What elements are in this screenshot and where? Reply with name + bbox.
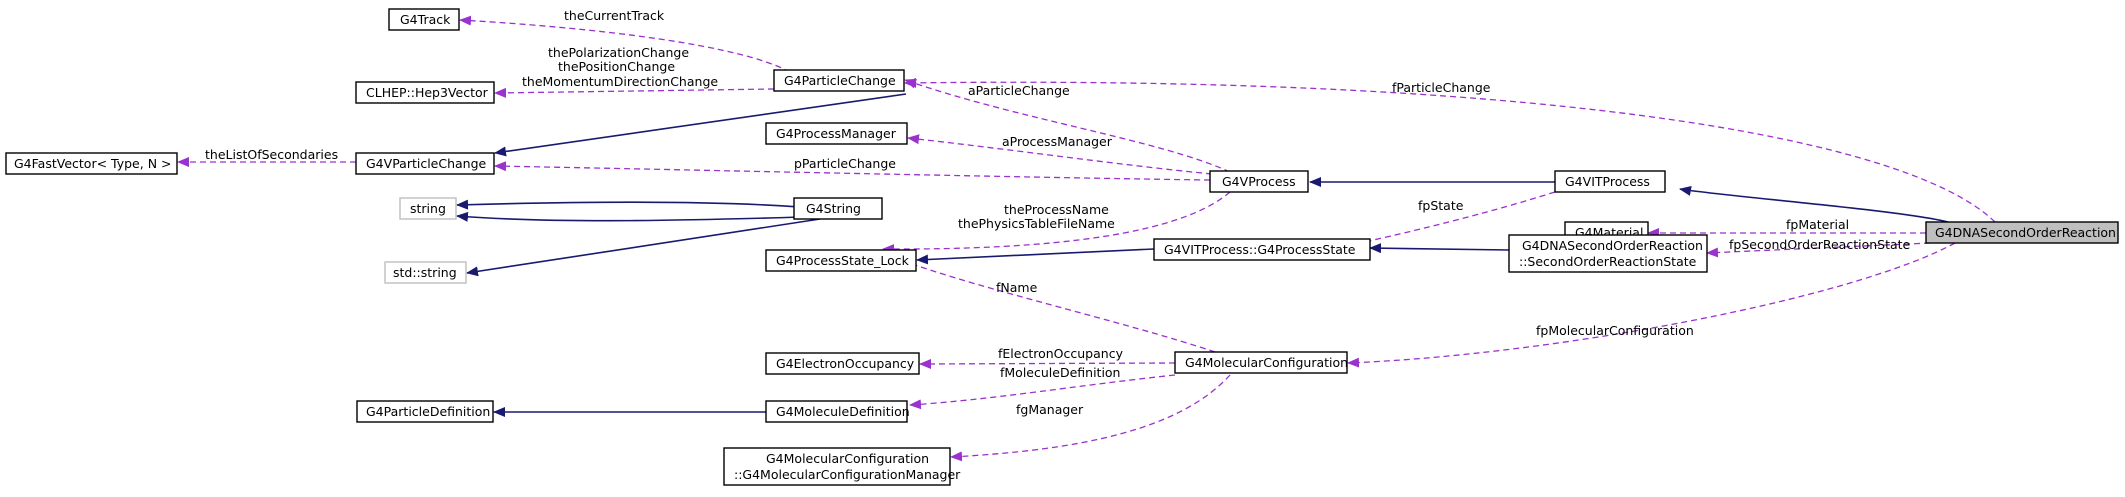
node-stdstring-label: std::string — [393, 265, 457, 280]
node-g4fastvector[interactable]: G4FastVector< Type, N > — [5, 152, 178, 175]
edge-fMoleculeDefinition — [909, 374, 1176, 410]
edge-thePolarizationChange — [494, 87, 775, 98]
label-theProcessName: theProcessName — [1004, 202, 1109, 217]
node-hep3vector-label: CLHEP::Hep3Vector — [366, 85, 489, 100]
node-g4string[interactable]: G4String — [793, 197, 883, 220]
label-fpMaterial: fpMaterial — [1786, 217, 1849, 232]
edge-g4vparticlechange-g4particlechange — [494, 93, 907, 157]
node-g4processstatelock-label: G4ProcessState_Lock — [776, 253, 910, 268]
edge-string-g4string-2 — [456, 211, 805, 222]
node-g4processstate-lock[interactable]: G4ProcessState_Lock — [765, 249, 917, 272]
label-fpSecondOrderReactionState: fpSecondOrderReactionState — [1729, 237, 1911, 252]
node-g4string-label: G4String — [806, 201, 861, 216]
label-fName: fName — [996, 280, 1038, 295]
edge-g4vitprocess-g4dna — [1679, 185, 1949, 223]
edge-stdstring-g4string — [466, 218, 821, 277]
node-g4electronoccupancy[interactable]: G4ElectronOccupancy — [765, 352, 920, 375]
node-g4dna-label: G4DNASecondOrderReaction — [1935, 225, 2116, 240]
edge-pParticleChange — [494, 161, 1211, 181]
edge-theProcessName — [882, 191, 1231, 255]
node-g4processstate-label: G4VITProcess::G4ProcessState — [1164, 242, 1356, 257]
label-fpMolecularConfiguration: fpMolecularConfiguration — [1536, 323, 1694, 338]
node-g4moleculedefinition[interactable]: G4MoleculeDefinition — [765, 400, 910, 423]
label-aProcessManager: aProcessManager — [1002, 134, 1113, 149]
label-theListOfSecondaries: theListOfSecondaries — [205, 147, 338, 162]
edge-fgManager — [950, 374, 1231, 462]
edge-fpSecondOrderReactionState — [1706, 242, 1931, 258]
node-g4vitprocess-label: G4VITProcess — [1565, 174, 1650, 189]
node-g4vparticlechange-label: G4VParticleChange — [366, 156, 487, 171]
node-g4molconf-label: G4MolecularConfiguration — [1185, 355, 1348, 370]
node-g4processmanager[interactable]: G4ProcessManager — [765, 122, 908, 145]
label-fpState: fpState — [1418, 198, 1464, 213]
node-g4particledefinition-label: G4ParticleDefinition — [366, 404, 490, 419]
label-fgManager: fgManager — [1016, 402, 1084, 417]
label-thePositionChange: thePositionChange — [558, 59, 675, 74]
node-g4mcm-label-1: G4MolecularConfiguration — [766, 451, 929, 466]
node-g4electronoccupancy-label: G4ElectronOccupancy — [776, 356, 915, 371]
edge-g4processstate-sostate — [1369, 243, 1510, 254]
node-g4particlechange[interactable]: G4ParticleChange — [773, 69, 905, 92]
node-g4particlechange-label: G4ParticleChange — [784, 73, 896, 88]
node-g4molecularconfiguration[interactable]: G4MolecularConfiguration — [1174, 351, 1348, 374]
label-thePolarizationChange: thePolarizationChange — [548, 45, 689, 60]
node-string[interactable]: string — [399, 197, 457, 220]
node-g4track[interactable]: G4Track — [388, 8, 460, 31]
node-std-string[interactable]: std::string — [384, 261, 467, 284]
node-g4vprocess-label: G4VProcess — [1222, 174, 1296, 189]
node-g4vprocess[interactable]: G4VProcess — [1209, 170, 1309, 193]
edge-theCurrentTrack — [459, 15, 791, 73]
edge-fName — [882, 252, 1216, 353]
edge-string-g4string-1 — [456, 199, 801, 210]
label-fElectronOccupancy: fElectronOccupancy — [998, 346, 1124, 361]
node-g4mcm-label-2: ::G4MolecularConfigurationManager — [734, 467, 961, 482]
node-sostate-label-1: G4DNASecondOrderReaction — [1522, 238, 1703, 253]
edge-fParticleChange — [904, 77, 1996, 223]
node-g4track-label: G4Track — [400, 12, 451, 27]
node-g4vitprocess[interactable]: G4VITProcess — [1554, 170, 1666, 193]
node-g4vparticlechange[interactable]: G4VParticleChange — [355, 152, 495, 175]
node-g4particledefinition[interactable]: G4ParticleDefinition — [356, 400, 494, 423]
node-clhep-hep3vector[interactable]: CLHEP::Hep3Vector — [355, 81, 495, 104]
node-string-label: string — [410, 201, 446, 216]
node-g4molecularconfigurationmanager[interactable]: G4MolecularConfiguration ::G4MolecularCo… — [723, 447, 961, 486]
label-theMomentumDirectionChange: theMomentumDirectionChange — [522, 74, 718, 89]
node-g4processmanager-label: G4ProcessManager — [776, 126, 897, 141]
label-fMoleculeDefinition: fMoleculeDefinition — [1000, 365, 1120, 380]
node-g4processstate[interactable]: G4VITProcess::G4ProcessState — [1153, 238, 1371, 261]
node-second-order-reaction-state[interactable]: G4DNASecondOrderReaction ::SecondOrderRe… — [1508, 234, 1708, 273]
label-pParticleChange: pParticleChange — [794, 156, 896, 171]
edge-aProcessManager — [907, 134, 1213, 175]
edge-aParticleChange — [904, 78, 1231, 173]
node-g4moleculedefinition-label: G4MoleculeDefinition — [776, 404, 910, 419]
edge-fElectronOccupancy — [919, 358, 1176, 369]
label-theCurrentTrack: theCurrentTrack — [564, 8, 665, 23]
label-thePhysicsTableFileName: thePhysicsTableFileName — [958, 216, 1115, 231]
edge-fpMolecularConfiguration — [1347, 242, 1956, 368]
node-g4fastvector-label: G4FastVector< Type, N > — [14, 156, 172, 171]
label-fParticleChange: fParticleChange — [1392, 80, 1491, 95]
label-aParticleChange: aParticleChange — [968, 83, 1070, 98]
node-g4dna-second-order-reaction[interactable]: G4DNASecondOrderReaction — [1925, 221, 2119, 244]
edge-g4processstatelock-g4processstate — [916, 248, 1155, 265]
node-sostate-label-2: ::SecondOrderReactionState — [1519, 254, 1697, 269]
